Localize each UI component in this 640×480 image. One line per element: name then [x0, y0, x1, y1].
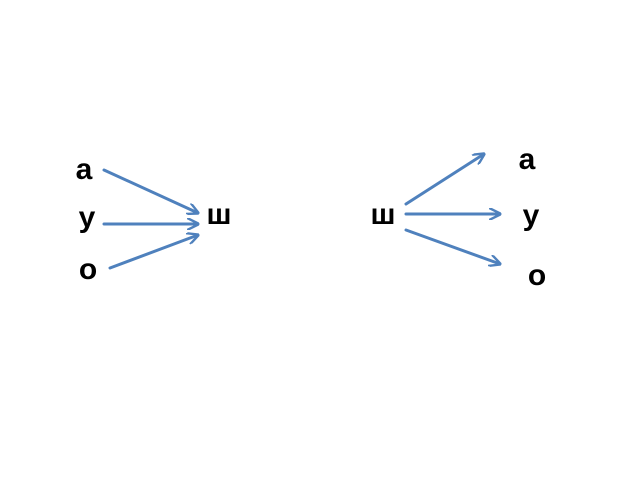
arrow-o-to-sh-left — [108, 235, 198, 270]
right-target-a: а — [518, 143, 536, 176]
right-target-u: у — [522, 199, 540, 232]
arrow-sh-to-o-right — [404, 228, 500, 264]
right-source-sh: ш — [370, 198, 396, 231]
left-source-a: а — [75, 153, 93, 186]
left-target-sh: ш — [206, 198, 232, 231]
right-target-o: о — [527, 259, 547, 292]
left-source-u: у — [78, 201, 96, 234]
arrow-a-to-sh-left — [102, 168, 198, 213]
arrow-sh-to-a-right — [404, 154, 484, 206]
left-source-o: о — [78, 253, 98, 286]
